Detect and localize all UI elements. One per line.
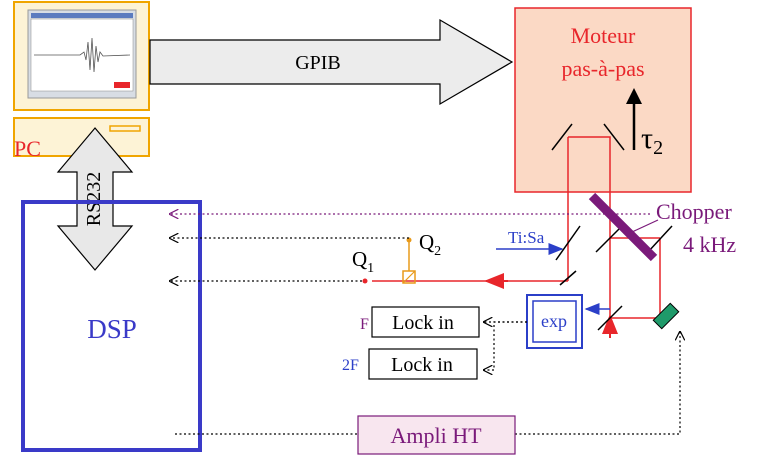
stepper-motor-box: Moteur pas-à-pas τ2 xyxy=(514,7,692,193)
disk-slot xyxy=(109,125,141,132)
moteur-label-2: pas-à-pas xyxy=(561,56,644,81)
tisa-label: Ti:Sa xyxy=(508,228,545,247)
modulator-crystal xyxy=(652,302,680,330)
optics-mirrors xyxy=(555,225,673,331)
dsp-label: DSP xyxy=(87,314,137,344)
exp-to-lockin2-line xyxy=(484,321,527,370)
mirror-q-output xyxy=(559,270,577,286)
mirror-upper-right xyxy=(595,225,623,253)
q1-dot xyxy=(362,278,368,284)
experiment-box: exp xyxy=(526,294,583,349)
chopper-blade-icon xyxy=(588,192,658,262)
mirror-tisa xyxy=(555,225,581,261)
dsp-box: DSP xyxy=(21,200,202,452)
moteur-label-1: Moteur xyxy=(571,23,636,48)
q1-label: Q1 xyxy=(352,247,374,276)
q2-label: Q2 xyxy=(419,230,441,259)
lockin1-label: Lock in xyxy=(392,312,454,334)
mirror-far-right xyxy=(647,225,673,253)
lockin2-label: Lock in xyxy=(391,354,453,376)
chopper-label-2: 4 kHz xyxy=(683,232,736,257)
lockin-2f: 2F Lock in xyxy=(342,348,478,380)
gpib-link: GPIB xyxy=(149,18,514,106)
mirror-lower xyxy=(597,305,623,331)
lockin-f: F Lock in xyxy=(360,306,480,338)
delay-mirror-left xyxy=(551,123,573,151)
2f-label: 2F xyxy=(342,357,359,374)
ampli-label: Ampli HT xyxy=(390,423,482,448)
pc-label: PC xyxy=(14,136,41,161)
gpib-label: GPIB xyxy=(295,52,341,74)
rs232-link: RS232 xyxy=(56,127,134,271)
waveform-screen-icon xyxy=(30,13,134,92)
q2-dot xyxy=(406,237,412,243)
chopper-pointer xyxy=(631,219,659,233)
tau-label: τ2 xyxy=(641,122,663,159)
rs232-label: RS232 xyxy=(83,172,105,226)
photodiodes: Q1 Q2 xyxy=(352,230,441,284)
tisa-beam: Ti:Sa xyxy=(496,228,564,255)
ampli-to-modulator-line xyxy=(515,332,680,435)
pc-computer: PC xyxy=(13,1,150,161)
signal-lines xyxy=(170,214,680,435)
exp-label: exp xyxy=(541,311,567,331)
delay-mirror-right xyxy=(603,123,625,151)
ampli-ht-box: Ampli HT xyxy=(357,415,516,455)
f-label: F xyxy=(360,316,369,333)
chopper-label-1: Chopper xyxy=(656,199,732,224)
